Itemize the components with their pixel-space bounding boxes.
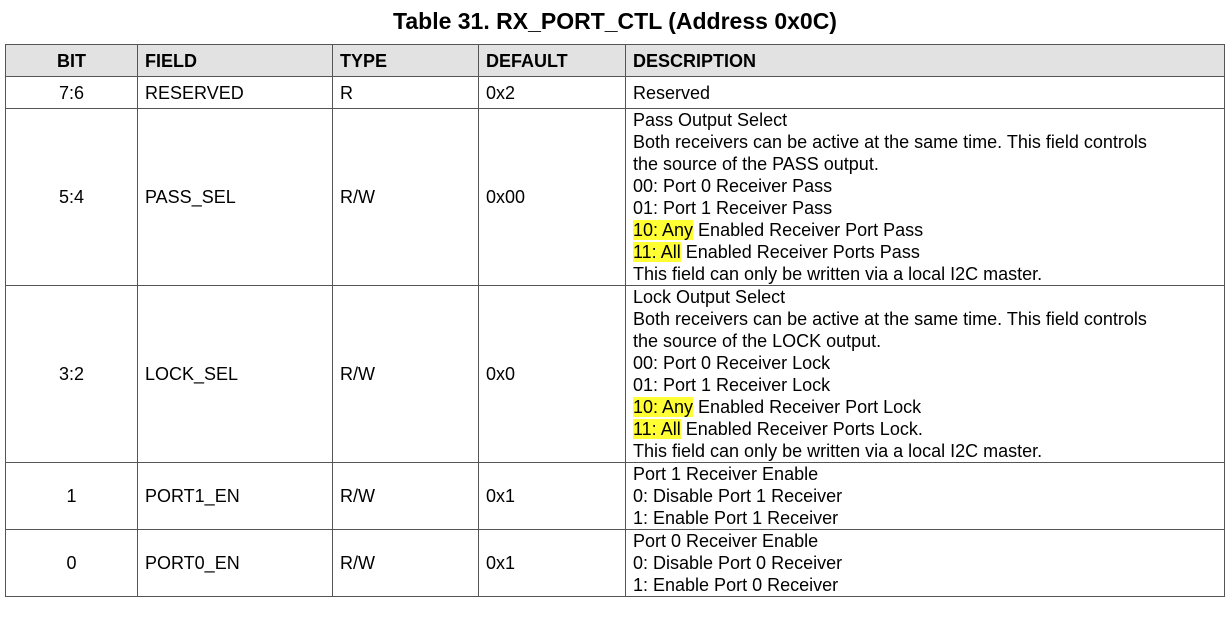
description-text: Enabled Receiver Port Pass xyxy=(693,220,924,240)
cell-default: 0x2 xyxy=(478,76,626,109)
cell-bit: 7:6 xyxy=(5,76,138,109)
description-line: Both receivers can be active at the same… xyxy=(633,308,1224,330)
description-text: Reserved xyxy=(633,82,711,103)
cell-field: RESERVED xyxy=(137,76,333,109)
description-text: Enabled Receiver Ports Pass xyxy=(680,242,920,262)
description-text: Both receivers can be active at the same… xyxy=(633,309,1147,329)
description-line: 1: Enable Port 1 Receiver xyxy=(633,507,1224,529)
column-header-description: DESCRIPTION xyxy=(625,44,1225,77)
description-text: Pass Output Select xyxy=(633,110,788,130)
description-text: 00: Port 0 Receiver Pass xyxy=(633,176,833,196)
description-line: Lock Output Select xyxy=(633,286,1224,308)
description-text: Enabled Receiver Ports Lock. xyxy=(680,419,923,439)
description-line: This field can only be written via a loc… xyxy=(633,263,1224,285)
description-line: 00: Port 0 Receiver Lock xyxy=(633,352,1224,374)
column-header-bit: BIT xyxy=(5,44,138,77)
column-header-type: TYPE xyxy=(332,44,479,77)
description-line: 01: Port 1 Receiver Lock xyxy=(633,374,1224,396)
cell-type: R/W xyxy=(332,108,479,286)
description-text: 01: Port 1 Receiver Pass xyxy=(633,198,833,218)
cell-field: PORT0_EN xyxy=(137,529,333,597)
cell-default: 0x1 xyxy=(478,529,626,597)
description-line: 10: Any Enabled Receiver Port Lock xyxy=(633,396,1224,418)
description-line: 0: Disable Port 0 Receiver xyxy=(633,552,1224,574)
description-text: Lock Output Select xyxy=(633,287,786,307)
cell-field: LOCK_SEL xyxy=(137,285,333,463)
description-text: the source of the LOCK output. xyxy=(633,331,882,351)
description-line: Port 0 Receiver Enable xyxy=(633,530,1224,552)
highlighted-text: 10: Any xyxy=(633,220,694,240)
description-text: Port 0 Receiver Enable xyxy=(633,531,819,551)
description-line: 11: All Enabled Receiver Ports Pass xyxy=(633,241,1224,263)
description-text: Port 1 Receiver Enable xyxy=(633,464,819,484)
description-text: Enabled Receiver Port Lock xyxy=(693,397,922,417)
cell-type: R xyxy=(332,76,479,109)
description-text: 0: Disable Port 0 Receiver xyxy=(633,553,843,573)
table-title: Table 31. RX_PORT_CTL (Address 0x0C) xyxy=(393,8,837,34)
description-text: 0: Disable Port 1 Receiver xyxy=(633,486,843,506)
cell-field: PORT1_EN xyxy=(137,462,333,530)
description-text: the source of the PASS output. xyxy=(633,154,879,174)
description-line: Reserved xyxy=(633,82,1224,104)
description-text: This field can only be written via a loc… xyxy=(633,264,1043,284)
cell-field: PASS_SEL xyxy=(137,108,333,286)
description-line: 11: All Enabled Receiver Ports Lock. xyxy=(633,418,1224,440)
cell-description: Reserved xyxy=(625,76,1225,109)
description-text: 1: Enable Port 1 Receiver xyxy=(633,508,839,528)
cell-type: R/W xyxy=(332,529,479,597)
description-text: 01: Port 1 Receiver Lock xyxy=(633,375,831,395)
cell-default: 0x0 xyxy=(478,285,626,463)
cell-bit: 1 xyxy=(5,462,138,530)
description-line: 10: Any Enabled Receiver Port Pass xyxy=(633,219,1224,241)
description-line: 1: Enable Port 0 Receiver xyxy=(633,574,1224,596)
cell-type: R/W xyxy=(332,285,479,463)
highlighted-text: 10: Any xyxy=(633,397,694,417)
cell-bit: 0 xyxy=(5,529,138,597)
header-row: BIT FIELD TYPE DEFAULT DESCRIPTION xyxy=(5,44,1225,77)
description-line: the source of the LOCK output. xyxy=(633,330,1224,352)
cell-default: 0x1 xyxy=(478,462,626,530)
description-text: Both receivers can be active at the same… xyxy=(633,132,1147,152)
column-header-field: FIELD xyxy=(137,44,333,77)
description-text: This field can only be written via a loc… xyxy=(633,441,1043,461)
cell-bit: 3:2 xyxy=(5,285,138,463)
description-line: This field can only be written via a loc… xyxy=(633,440,1224,462)
description-line: Port 1 Receiver Enable xyxy=(633,463,1224,485)
description-line: 01: Port 1 Receiver Pass xyxy=(633,197,1224,219)
description-line: 0: Disable Port 1 Receiver xyxy=(633,485,1224,507)
description-line: Both receivers can be active at the same… xyxy=(633,131,1224,153)
highlighted-text: 11: All xyxy=(633,242,681,262)
description-line: the source of the PASS output. xyxy=(633,153,1224,175)
description-line: Pass Output Select xyxy=(633,109,1224,131)
cell-default: 0x00 xyxy=(478,108,626,286)
description-text: 1: Enable Port 0 Receiver xyxy=(633,575,839,595)
cell-type: R/W xyxy=(332,462,479,530)
column-header-default: DEFAULT xyxy=(478,44,626,77)
highlighted-text: 11: All xyxy=(633,419,681,439)
cell-bit: 5:4 xyxy=(5,108,138,286)
description-text: 00: Port 0 Receiver Lock xyxy=(633,353,831,373)
description-line: 00: Port 0 Receiver Pass xyxy=(633,175,1224,197)
